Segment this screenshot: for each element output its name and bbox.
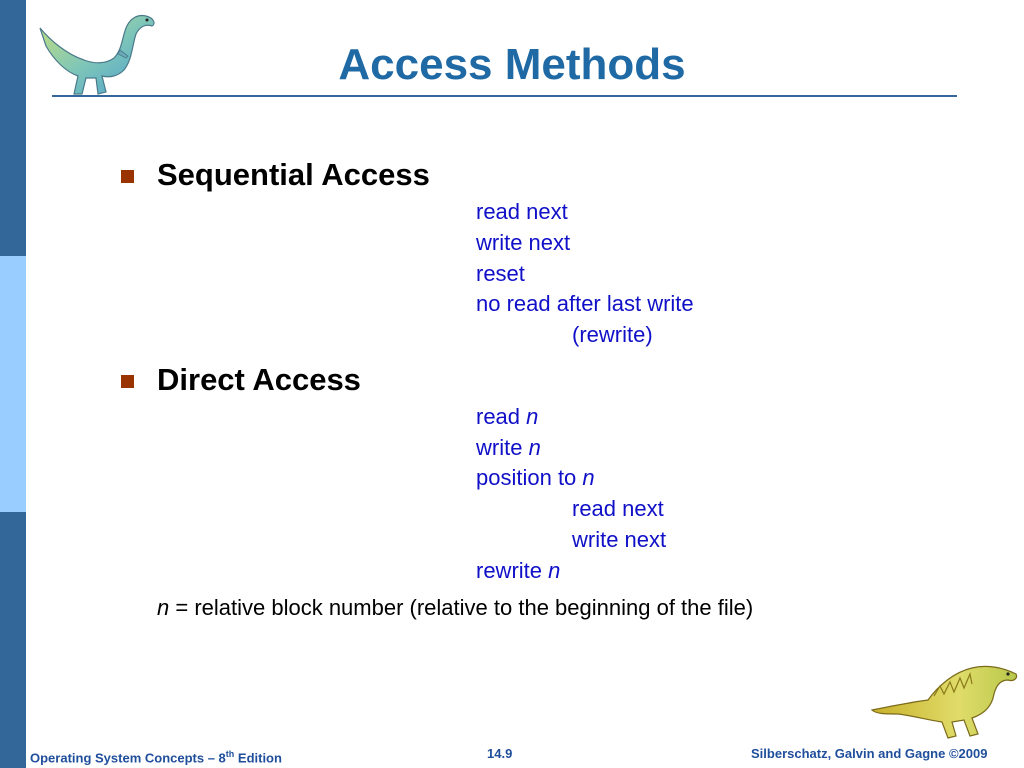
slide-number: 14.9 (487, 746, 513, 761)
operation-variable: n (526, 404, 539, 429)
operation-item: read n (476, 403, 538, 431)
operation-item: (rewrite) (572, 322, 653, 347)
footer-title-suffix: Edition (234, 750, 282, 766)
operation-item: read next (476, 199, 568, 224)
bullet-square-icon (121, 375, 134, 388)
operation-variable: n (548, 558, 561, 583)
operation-text: rewrite (476, 558, 549, 583)
section-heading-direct: Direct Access (157, 362, 361, 397)
dinosaur-icon-top (39, 14, 155, 95)
operation-text: read (476, 404, 527, 429)
footer-title-superscript: th (225, 749, 235, 759)
sidebar-band-bottom (0, 512, 26, 768)
note-variable: n (157, 595, 170, 620)
operation-item: write next (572, 527, 667, 552)
operation-text: write (476, 435, 529, 460)
note-text: = relative block number (relative to the… (169, 595, 754, 620)
operation-item: position to n (476, 464, 595, 492)
operation-text: position to (476, 465, 583, 490)
footnote-definition: n = relative block number (relative to t… (157, 594, 753, 622)
title-divider (52, 95, 957, 97)
sidebar-band-middle (0, 256, 26, 512)
page-title: Access Methods (338, 40, 686, 89)
operation-variable: n (528, 435, 541, 460)
sidebar-band-top (0, 0, 26, 256)
operation-item: reset (476, 261, 525, 286)
operation-item: no read after last write (476, 291, 694, 316)
footer-copyright: Silberschatz, Galvin and Gagne ©2009 (751, 746, 988, 761)
operation-item: rewrite n (476, 557, 560, 585)
operation-variable: n (582, 465, 595, 490)
footer-title-text: Operating System Concepts – 8 (30, 750, 226, 766)
operation-item: write n (476, 434, 541, 462)
dinosaur-icon-bottom (870, 665, 1018, 739)
bullet-square-icon (121, 170, 134, 183)
footer-book-title: Operating System Concepts – 8th Edition (30, 745, 282, 767)
operation-item: read next (572, 496, 664, 521)
section-heading-sequential: Sequential Access (157, 157, 430, 192)
operation-item: write next (476, 230, 571, 255)
